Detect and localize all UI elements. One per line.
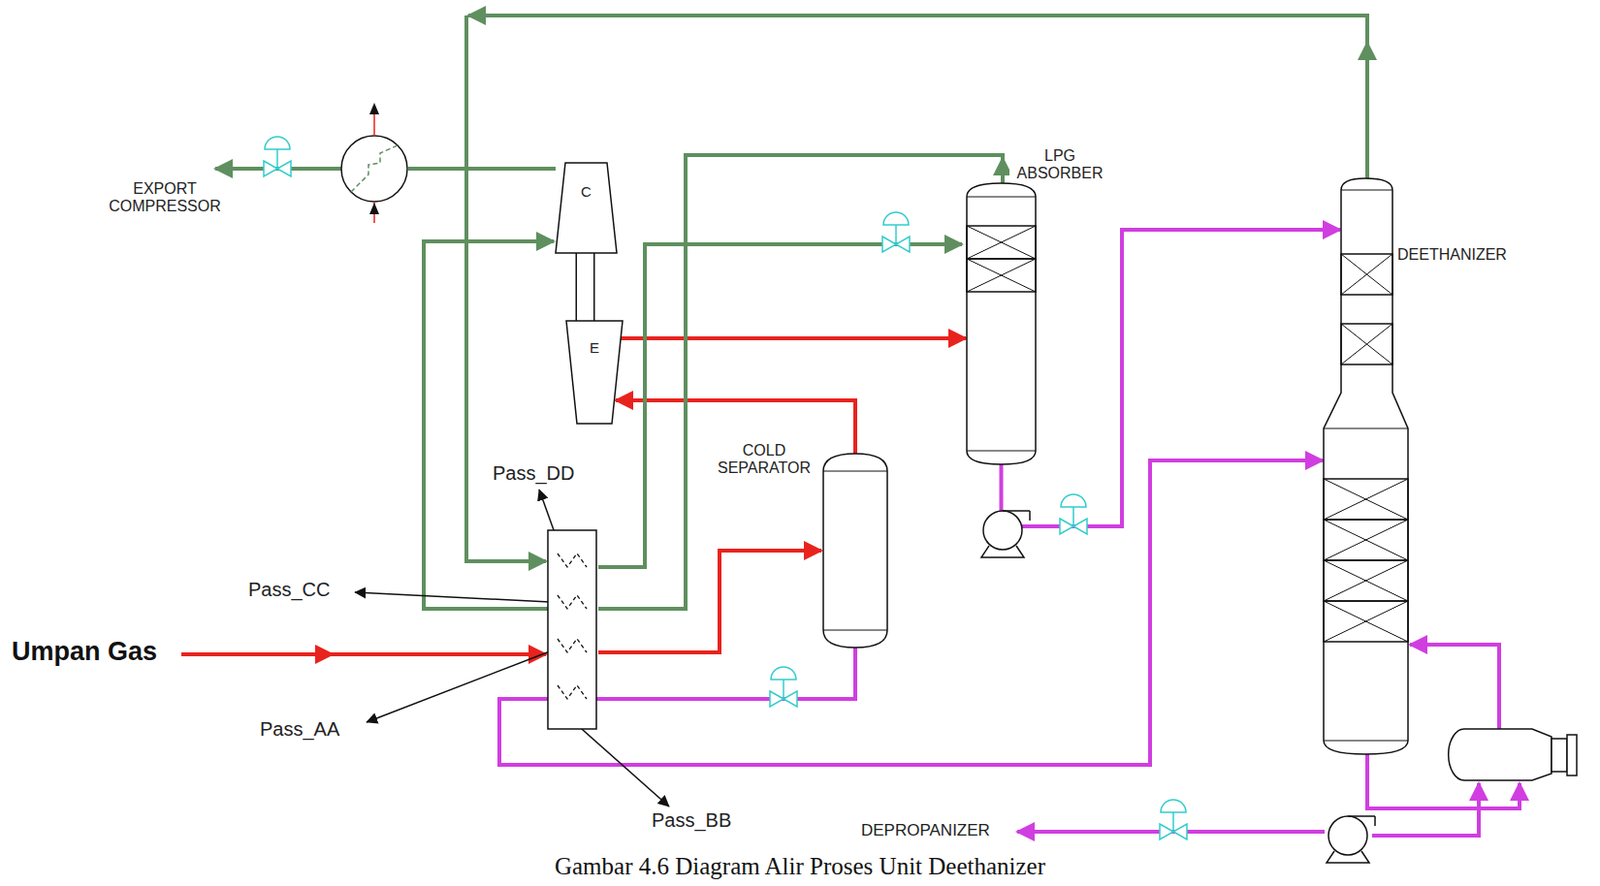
- stream-label: EXPORT COMPRESSOR: [108, 180, 222, 215]
- expander-label: E: [566, 340, 623, 357]
- figure-caption: Gambar 4.6 Diagram Alir Proses Unit Deet…: [0, 853, 1600, 881]
- flow-line: [617, 336, 966, 341]
- absorber-column: LPG ABSORBER: [966, 183, 1036, 465]
- stream-label: DEPROPANIZER: [861, 822, 991, 841]
- callout-label: Pass_CC: [248, 578, 330, 601]
- compressor: C: [555, 162, 617, 254]
- expander-outline: [566, 320, 623, 424]
- expander: E: [566, 320, 623, 424]
- flow-line: [499, 460, 1323, 766]
- feed-label: Umpan Gas: [11, 638, 158, 668]
- absorber-column-outline: [966, 183, 1036, 465]
- column-label: DEETHANIZER: [1397, 246, 1507, 264]
- callout-label: Pass_BB: [651, 809, 732, 832]
- callout-label: Pass_DD: [492, 462, 575, 484]
- shaft-connector: [584, 253, 586, 321]
- flow-line: [1001, 229, 1342, 527]
- callout-label: Pass_AA: [259, 718, 340, 740]
- separator-vessel-outline: [823, 453, 888, 648]
- deethanizer-column: DEETHANIZER: [1323, 178, 1408, 755]
- compressor-label: C: [555, 184, 617, 201]
- compressor-outline: [555, 162, 617, 254]
- separator-vessel: COLD SEPARATOR: [823, 453, 888, 648]
- vessel-label: LPG ABSORBER: [1009, 147, 1111, 182]
- deethanizer-column-outline: [1323, 178, 1408, 755]
- vessel-label: COLD SEPARATOR: [708, 442, 820, 477]
